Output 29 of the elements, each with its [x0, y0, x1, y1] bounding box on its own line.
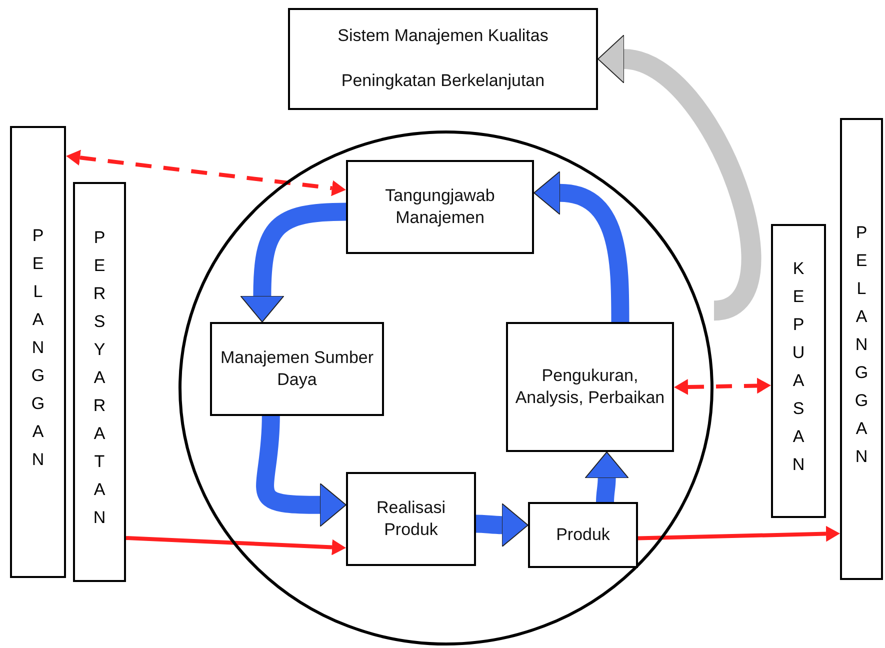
- vertical-label-box: [840, 118, 883, 580]
- box-text: Manajemen Sumber Daya: [219, 346, 375, 391]
- box-text: PERSYARATAN: [91, 228, 108, 536]
- arrow: [638, 526, 840, 542]
- box-text: Tangungjawab Manajemen: [384, 184, 496, 229]
- process-box: [506, 322, 674, 452]
- block-arrow: [476, 503, 528, 548]
- double-arrow: [674, 378, 771, 395]
- box-text: PELANGGAN: [853, 223, 870, 475]
- double-arrow: [66, 150, 346, 196]
- box-text: KEPUASAN: [790, 259, 807, 483]
- arrow: [126, 536, 346, 556]
- box-text: Peningkatan Berkelanjutan: [341, 70, 545, 92]
- box-text: Sistem Manajemen Kualitas: [338, 25, 548, 48]
- box-text: Realisasi Produk: [376, 496, 446, 541]
- vertical-label-box: [10, 126, 66, 578]
- box-text: Pengukuran, Analysis, Perbaikan: [514, 364, 666, 409]
- vertical-label-box: [771, 224, 826, 518]
- block-arrow: [534, 170, 630, 322]
- box-text: PELANGGAN: [30, 226, 46, 478]
- process-box: [210, 322, 384, 416]
- process-box: [288, 8, 598, 110]
- vertical-label-box: [73, 182, 126, 582]
- process-box: [346, 160, 534, 254]
- block-arrow: [584, 452, 629, 502]
- block-arrow: [256, 416, 346, 527]
- process-box: [346, 472, 476, 566]
- box-text: Produk: [556, 524, 610, 546]
- process-box: [528, 502, 638, 568]
